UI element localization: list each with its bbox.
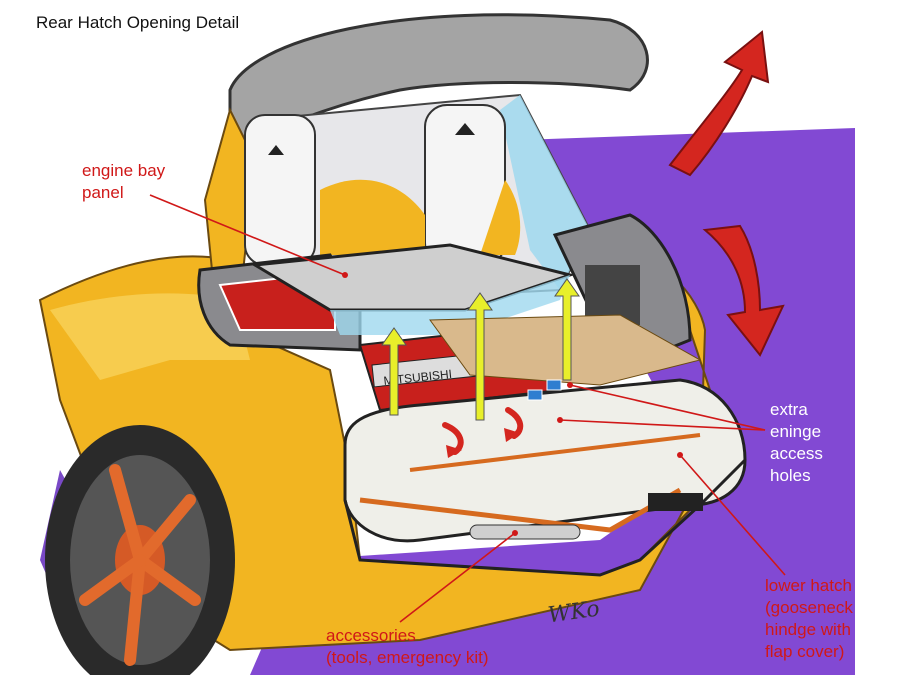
leader-lines (149, 194, 786, 623)
big-up-arrow (668, 30, 770, 177)
label-lower-hatch: lower hatch (gooseneck hindge with flap … (765, 576, 853, 661)
flip-arrow-head (504, 428, 520, 442)
label-accessories: accessories (tools, emergency kit) (326, 626, 489, 667)
diagram-title: Rear Hatch Opening Detail (36, 13, 240, 32)
purple-backdrop (250, 128, 855, 675)
label-engine-bay-panel: engine bay panel (82, 161, 166, 202)
lower-hatch-flap (343, 378, 747, 543)
lift-arrows (381, 278, 580, 421)
big-down-arrow (702, 224, 785, 357)
flap-seam (409, 433, 701, 472)
flip-arrow-head (446, 445, 462, 458)
accessory-handle (469, 524, 581, 540)
hinge-cover (648, 493, 703, 511)
seats (244, 104, 521, 266)
access-hole (546, 379, 562, 391)
upper-hatch (228, 13, 649, 153)
label-extra-engine-access-holes: extra eninge access holes (770, 400, 823, 485)
rear-wheel (45, 425, 235, 675)
lower-hatch-edge (343, 458, 747, 577)
access-hole (527, 389, 543, 401)
body-highlight (50, 293, 250, 380)
panel-glass-edge (330, 275, 570, 335)
leader-dots (342, 272, 683, 536)
